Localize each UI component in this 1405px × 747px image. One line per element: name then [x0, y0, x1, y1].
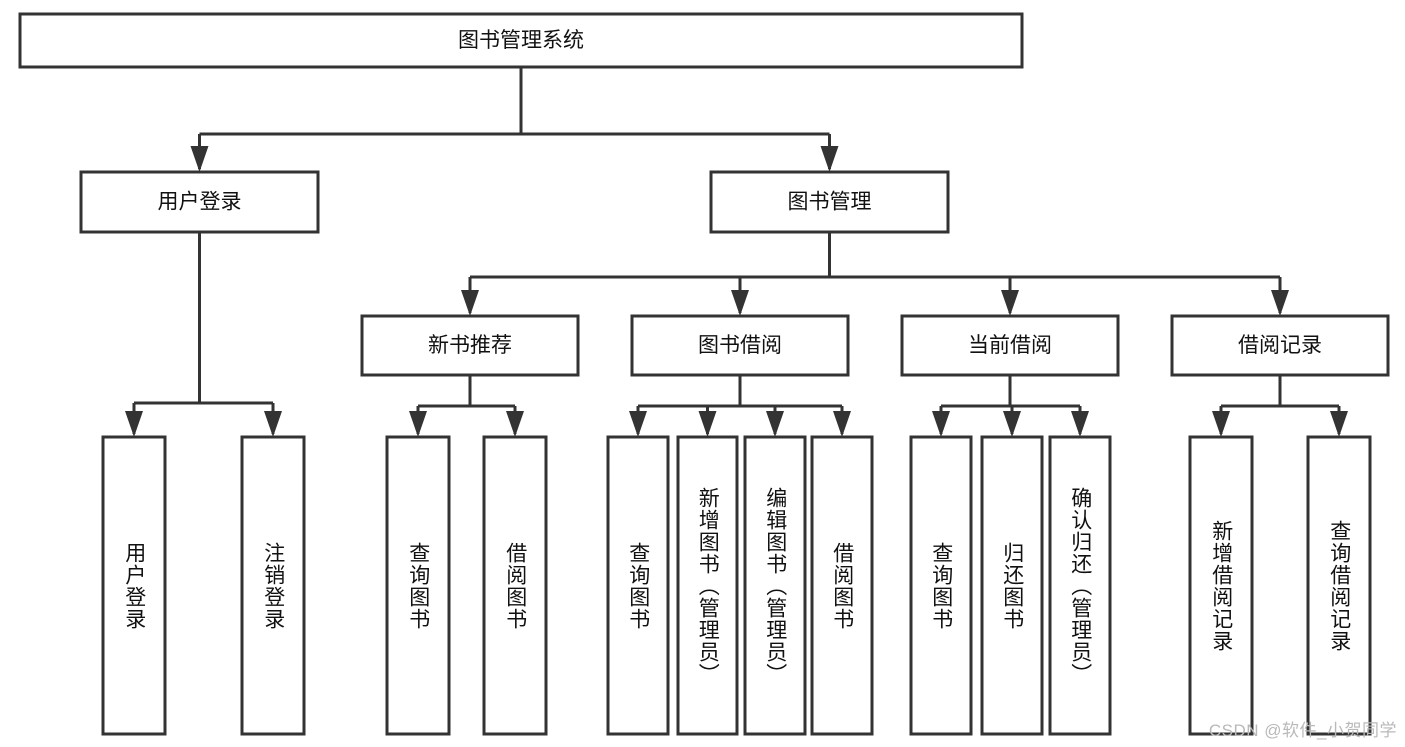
leaf-box-2-查询图书[interactable] [385, 435, 451, 736]
arrow-head-icon-leaf-新书推荐-0 [409, 411, 427, 437]
node-label-l3-当前借阅: 当前借阅 [968, 334, 1052, 357]
leaf-box-10-确认归还管理员[interactable] [1048, 435, 1112, 736]
arrow-head-icon-leaf-当前借阅-2 [1071, 411, 1089, 437]
arrow-head-icon-leaf-当前借阅-0 [932, 411, 950, 437]
node-box-l2-图书管理[interactable] [709, 170, 950, 234]
node-label-l3-图书借阅: 图书借阅 [698, 334, 782, 357]
arrow-head-icon-leaf-新书推荐-1 [506, 411, 524, 437]
node-label-l2-图书管理: 图书管理 [788, 191, 872, 214]
arrow-head-icon-l3-借阅记录 [1271, 290, 1289, 316]
arrow-head-icon-leaf-图书借阅-0 [629, 411, 647, 437]
arrow-head-icon-leaf-图书借阅-1 [698, 411, 717, 437]
node-box-l3-当前借阅[interactable] [900, 314, 1120, 377]
leaf-box-5-新增图书管理员[interactable] [676, 435, 739, 736]
arrow-head-icon-l2-图书管理 [820, 146, 839, 172]
node-label-l3-借阅记录: 借阅记录 [1238, 334, 1322, 357]
node-box-layer [18, 12, 1390, 736]
node-box-l3-新书推荐[interactable] [360, 314, 580, 377]
node-label-l3-新书推荐: 新书推荐 [428, 334, 512, 357]
node-label-l2-用户登录: 用户登录 [158, 191, 242, 214]
arrow-head-icon-l3-图书借阅 [731, 290, 749, 316]
node-box-l3-图书借阅[interactable] [630, 314, 850, 377]
leaf-box-8-查询图书[interactable] [909, 435, 973, 736]
connector-layer [125, 67, 1348, 437]
arrow-head-icon-leaf-借阅记录-1 [1330, 411, 1348, 437]
leaf-box-12-查询借阅记录[interactable] [1306, 435, 1372, 736]
leaf-box-1-注销登录[interactable] [240, 435, 306, 736]
arrow-head-icon-l2-用户登录 [190, 146, 209, 172]
leaf-box-0-用户登录[interactable] [101, 435, 167, 736]
arrow-head-icon-leaf-用户登录-1 [264, 411, 282, 437]
leaf-box-6-编辑图书管理员[interactable] [743, 435, 807, 736]
node-label-root: 图书管理系统 [458, 29, 584, 52]
csdn-watermark: CSDN @软件_小贺同学 [1208, 721, 1397, 740]
arrow-head-icon-leaf-当前借阅-1 [1003, 411, 1021, 437]
leaf-box-4-查询图书[interactable] [606, 435, 670, 736]
leaf-box-3-借阅图书[interactable] [482, 435, 548, 736]
leaf-box-7-借阅图书[interactable] [810, 435, 874, 736]
arrow-head-icon-l3-新书推荐 [461, 290, 479, 316]
arrow-head-icon-leaf-用户登录-0 [125, 411, 143, 437]
node-box-l3-借阅记录[interactable] [1170, 314, 1390, 377]
node-box-root[interactable] [18, 12, 1024, 69]
leaf-box-9-归还图书[interactable] [980, 435, 1044, 736]
arrow-head-icon-leaf-图书借阅-2 [766, 411, 784, 437]
leaf-box-11-新增借阅记录[interactable] [1188, 435, 1254, 736]
arrow-head-icon-leaf-借阅记录-0 [1212, 411, 1230, 437]
node-box-l2-用户登录[interactable] [79, 170, 320, 234]
arrow-head-icon-leaf-图书借阅-3 [833, 411, 851, 437]
arrow-head-icon-l3-当前借阅 [1001, 290, 1019, 316]
